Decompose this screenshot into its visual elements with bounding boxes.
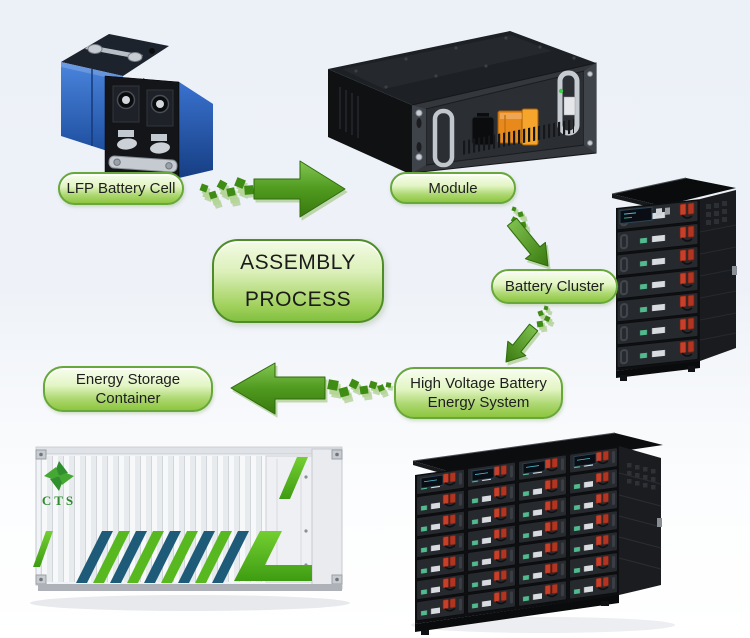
cts-brand-text: CTS (42, 493, 76, 508)
title-line2: PROCESS (244, 287, 352, 311)
storage-container-image: CTS (30, 446, 350, 611)
top-screws (354, 36, 576, 89)
front-cell (104, 75, 213, 179)
stripe-pattern (76, 531, 312, 583)
cluster-front (616, 199, 700, 371)
green-tail-stripe (234, 531, 312, 581)
flow-arrow-hv-to-container-icon (230, 362, 392, 415)
step-label-line2: Energy System (427, 394, 530, 411)
flow-arrow-cluster-to-hv-icon (505, 305, 553, 363)
racks-side-vents (627, 463, 656, 490)
lfp-battery-cell-image (61, 34, 213, 179)
flow-arrow-module-to-cluster-icon (506, 206, 549, 267)
cluster-shelf-lines (699, 224, 737, 341)
status-led (558, 88, 564, 94)
side-vents (339, 87, 359, 138)
battery-module-image (328, 31, 597, 175)
title-line1: ASSEMBLY (240, 250, 356, 274)
rack-displays (420, 453, 597, 489)
cts-logo: CTS (42, 461, 76, 508)
step-pill-battery-cluster: Battery Cluster (491, 269, 618, 304)
assembly-process-title-box: ASSEMBLY PROCESS (212, 239, 384, 323)
battery-cluster-image (611, 177, 737, 381)
racks-shelf-lines (618, 472, 662, 570)
step-pill-hv-battery-energy-system: High Voltage Battery Energy System (394, 367, 563, 419)
cts-pinwheel-icon (44, 461, 74, 491)
end-door (265, 455, 313, 583)
corner-post (311, 448, 343, 590)
flow-arrow-cell-to-module-icon (199, 160, 346, 218)
vent-slots (462, 119, 574, 155)
racks-front (415, 446, 619, 624)
corner-castings (35, 449, 343, 585)
step-label-line1: High Voltage Battery (410, 375, 547, 392)
top-right-stripe (279, 457, 308, 499)
racks-side (619, 446, 661, 595)
step-label-line2: Container (95, 390, 161, 407)
left-small-stripe (33, 531, 53, 567)
step-label-line1: Energy Storage (75, 371, 181, 388)
step-pill-module: Module (390, 172, 516, 204)
step-label: Battery Cluster (504, 278, 605, 295)
hv-battery-system-image (411, 432, 675, 635)
step-label: LFP Battery Cell (66, 180, 176, 197)
step-pill-energy-storage-container: Energy Storage Container (43, 366, 213, 412)
left-handle (432, 108, 455, 168)
step-pill-lfp-battery-cell: LFP Battery Cell (58, 172, 184, 205)
step-label: Module (428, 179, 478, 197)
cluster-side-vents (706, 201, 727, 225)
